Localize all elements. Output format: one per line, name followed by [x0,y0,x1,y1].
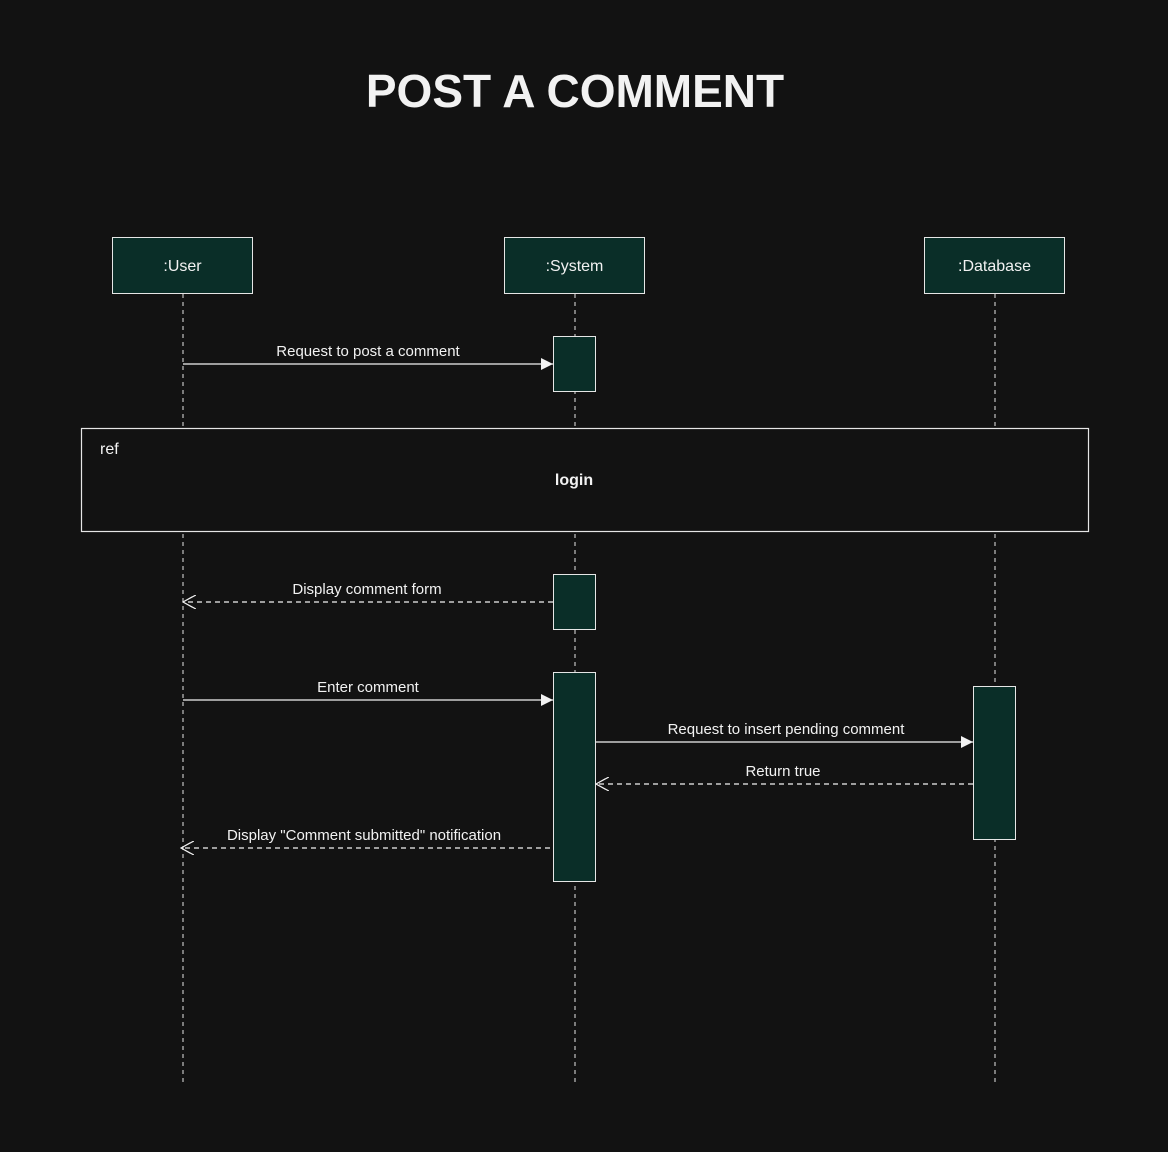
message-return-true: Return true [596,763,973,784]
diagram-title: POST A COMMENT [366,65,784,117]
message-request-post-comment: Request to post a comment [183,343,553,370]
ref-fragment-frame [80,427,1090,533]
activation-system-1 [553,336,596,392]
participant-user-label: :User [163,258,202,275]
message-request-insert-pending: Request to insert pending comment [596,721,973,748]
participant-database-label: :Database [958,258,1031,275]
activation-database-1 [973,686,1016,840]
participant-system-box [504,237,645,294]
message-label: Request to insert pending comment [668,721,906,738]
message-label: Display comment form [292,581,441,598]
ref-keyword: ref [100,441,119,458]
ref-fragment-login: ref login [80,427,1090,533]
message-enter-comment: Enter comment [183,679,553,706]
participant-system-label: :System [546,258,604,275]
message-display-comment-form: Display comment form [183,581,553,602]
participant-system: :System [504,237,645,294]
participant-database-box [924,237,1065,294]
participant-user: :User [112,237,253,294]
participant-user-box [112,237,253,294]
ref-name: login [555,472,593,489]
message-label: Enter comment [317,679,420,696]
message-label: Request to post a comment [276,343,460,360]
participant-database: :Database [924,237,1065,294]
message-label: Display "Comment submitted" notification [227,827,501,844]
message-label: Return true [745,763,820,780]
activation-system-3 [553,672,596,882]
message-display-submitted-notification: Display "Comment submitted" notification [181,827,550,848]
activation-system-2 [553,574,596,630]
